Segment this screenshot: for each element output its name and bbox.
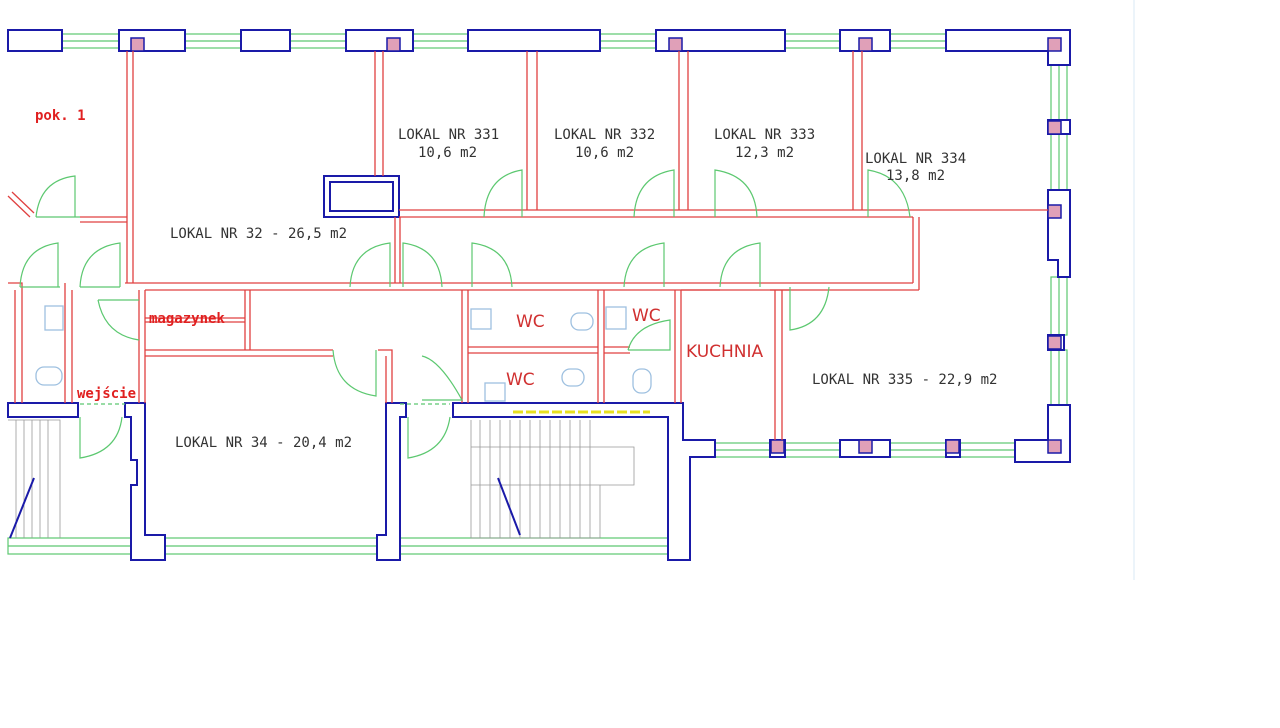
- outer-walls: [7, 29, 1071, 561]
- staircase-left: [8, 419, 61, 539]
- room-label-wc-3: WC: [506, 370, 535, 390]
- room-label-lokal-332: LOKAL NR 332: [554, 127, 655, 143]
- room-area-lokal-331: 10,6 m2: [418, 145, 477, 161]
- room-area-lokal-333: 12,3 m2: [735, 145, 794, 161]
- room-label-lokal-333: LOKAL NR 333: [714, 127, 815, 143]
- sanitary-fixtures: [35, 305, 652, 402]
- room-area-lokal-332: 10,6 m2: [575, 145, 634, 161]
- staircase-right: [470, 420, 635, 539]
- room-label-kuchnia: KUCHNIA: [686, 342, 764, 362]
- room-label-pok1: pok. 1: [35, 108, 86, 124]
- pillars: [130, 37, 1062, 454]
- room-label-wejscie: wejście: [77, 386, 136, 402]
- room-label-lokal-334: LOKAL NR 334: [865, 151, 966, 167]
- room-label-magazynek: magazynek: [149, 311, 225, 327]
- room-label-lokal-335: LOKAL NR 335 - 22,9 m2: [812, 372, 997, 388]
- doors: [19, 169, 911, 459]
- interior-walls: [7, 51, 1048, 440]
- room-label-lokal-34: LOKAL NR 34 - 20,4 m2: [175, 435, 352, 451]
- room-label-lokal-32: LOKAL NR 32 - 26,5 m2: [170, 226, 347, 242]
- room-label-wc-1: WC: [516, 312, 545, 332]
- room-area-lokal-334: 13,8 m2: [886, 168, 945, 184]
- room-label-lokal-331: LOKAL NR 331: [398, 127, 499, 143]
- room-label-wc-2: WC: [632, 306, 661, 326]
